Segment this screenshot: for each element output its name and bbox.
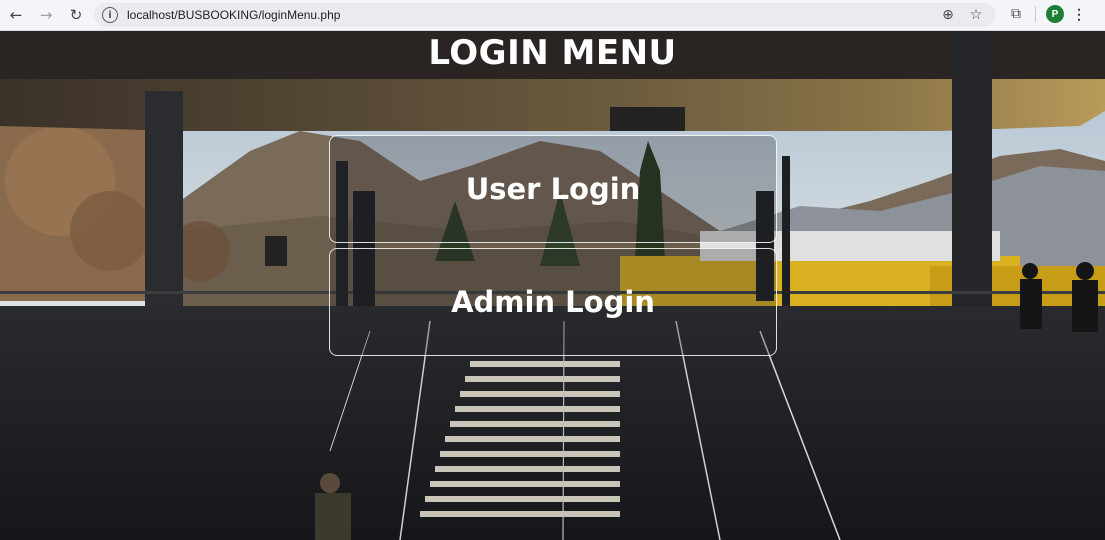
admin-login-label: Admin Login — [451, 285, 655, 319]
address-bar[interactable]: i localhost/BUSBOOKING/loginMenu.php ⊕ ☆ — [94, 3, 996, 27]
puzzle-icon[interactable]: ⧉ — [1011, 6, 1021, 22]
kebab-menu-icon[interactable]: ⋮ — [1072, 5, 1086, 22]
page-title: LOGIN MENU — [428, 33, 677, 73]
profile-avatar[interactable]: P — [1046, 5, 1064, 23]
forward-arrow-icon[interactable]: → — [39, 6, 53, 24]
bus-station-background-image — [0, 31, 1105, 540]
page-viewport: LOGIN MENU User Login Admin Login — [0, 31, 1105, 540]
user-login-label: User Login — [465, 172, 641, 206]
back-arrow-icon[interactable]: ← — [9, 6, 23, 24]
url-text[interactable]: localhost/BUSBOOKING/loginMenu.php — [127, 8, 341, 22]
star-icon[interactable]: ☆ — [969, 7, 983, 23]
info-icon[interactable]: i — [102, 7, 118, 23]
zoom-icon[interactable]: ⊕ — [942, 7, 954, 23]
reload-icon[interactable]: ↻ — [69, 6, 83, 24]
user-login-button[interactable]: User Login — [329, 135, 777, 243]
admin-login-button[interactable]: Admin Login — [329, 248, 777, 356]
browser-toolbar: ← → ↻ i localhost/BUSBOOKING/loginMenu.p… — [0, 0, 1105, 31]
toolbar-divider — [1035, 6, 1036, 22]
